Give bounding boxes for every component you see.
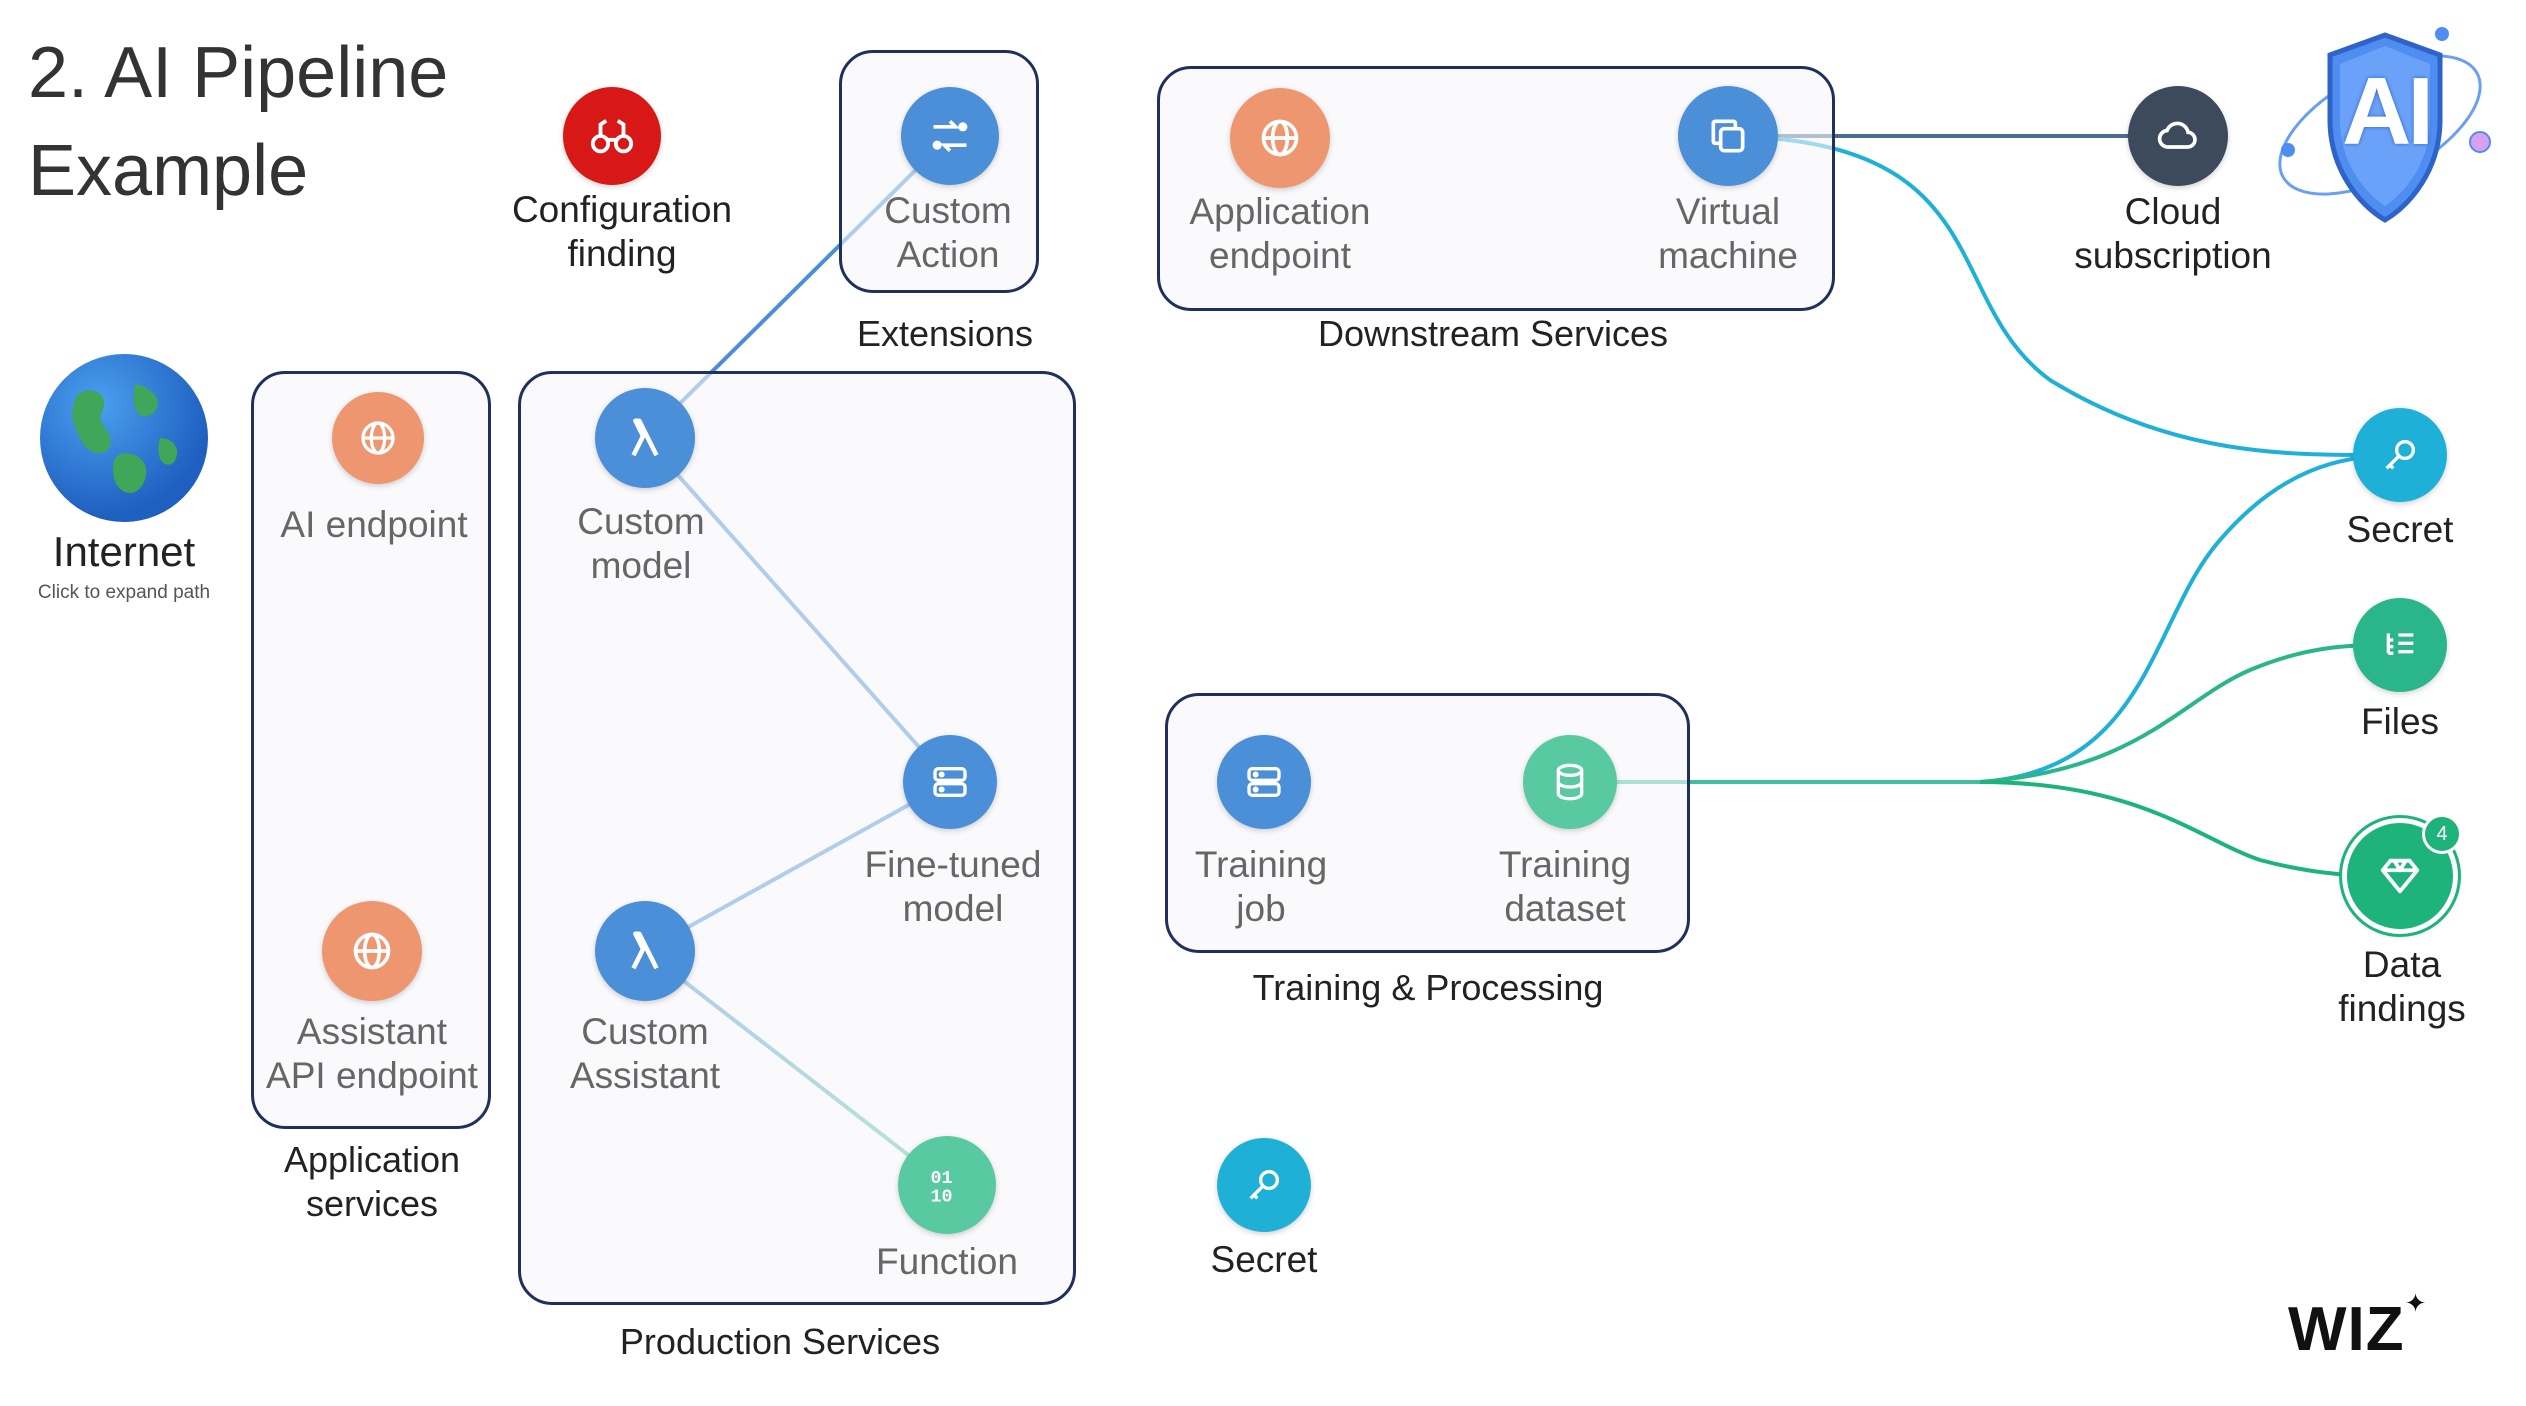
group-production-services xyxy=(518,371,1076,1305)
ai-badge-text: AI xyxy=(2342,58,2434,165)
lambda-icon xyxy=(631,418,659,457)
wire-split-to-findings xyxy=(1979,780,2399,878)
group-application-services xyxy=(251,371,491,1129)
cloud-subscription-label: Cloud subscription xyxy=(2074,191,2272,276)
secret-right-node[interactable] xyxy=(2353,408,2447,502)
ai-shield-icon: AI xyxy=(2260,20,2500,230)
group-label-production: Production Services xyxy=(619,1321,941,1362)
files-label: Files xyxy=(2360,701,2440,742)
svg-text:10: 10 xyxy=(931,1187,953,1208)
cloud-icon xyxy=(2157,121,2197,149)
training-job-node[interactable] xyxy=(1217,735,1311,829)
custom-assistant-label: Custom Assistant xyxy=(569,1011,721,1096)
configuration-finding-node[interactable] xyxy=(563,87,661,185)
wire-split-to-files xyxy=(1979,643,2399,784)
assistant-api-endpoint-label: Assistant API endpoint xyxy=(266,1011,478,1096)
custom-action-node[interactable] xyxy=(901,87,999,185)
training-dataset-node[interactable] xyxy=(1523,735,1617,829)
key-icon xyxy=(2385,440,2415,470)
group-label-extensions: Extensions xyxy=(856,313,1034,354)
internet-expand-hint[interactable]: Click to expand path xyxy=(37,582,211,603)
binoculars-icon xyxy=(590,119,634,154)
data-findings-label: Data findings xyxy=(2338,944,2466,1029)
virtual-machine-label: Virtual machine xyxy=(1658,191,1798,276)
wiz-logo: WIZ✦ xyxy=(2288,1288,2428,1364)
server-icon xyxy=(1247,767,1281,797)
globe-earth-icon xyxy=(72,384,178,494)
wire-vm-to-secret xyxy=(1727,134,2399,458)
custom-model-label: Custom model xyxy=(577,501,705,586)
configuration-finding-label: Configuration finding xyxy=(511,189,733,274)
internet-label: Internet xyxy=(52,528,196,575)
cloud-subscription-node[interactable] xyxy=(2128,86,2228,186)
custom-action-label: Custom Action xyxy=(884,190,1012,275)
wire-split-to-secret xyxy=(1979,453,2399,784)
lambda-icon xyxy=(631,931,659,970)
copy-icon xyxy=(1711,119,1745,153)
shuffle-icon xyxy=(932,120,968,152)
ai-endpoint-node[interactable] xyxy=(332,392,424,484)
globe-icon xyxy=(361,421,395,455)
data-findings-count-badge: 4 xyxy=(2422,814,2462,854)
page-title: 2. AI Pipeline Example xyxy=(28,33,449,211)
group-label-training: Training & Processing xyxy=(1252,967,1604,1008)
virtual-machine-node[interactable] xyxy=(1678,86,1778,186)
list-icon xyxy=(2386,633,2414,655)
files-node[interactable] xyxy=(2353,598,2447,692)
globe-icon xyxy=(1261,119,1299,157)
secret-bottom-node[interactable] xyxy=(1217,1138,1311,1232)
secret-right-label: Secret xyxy=(2346,509,2454,550)
secret-bottom-label: Secret xyxy=(1210,1239,1318,1280)
custom-model-node[interactable] xyxy=(595,388,695,488)
diamond-icon xyxy=(2380,858,2420,894)
application-endpoint-node[interactable] xyxy=(1230,88,1330,188)
assistant-api-endpoint-node[interactable] xyxy=(322,901,422,1001)
svg-text:01: 01 xyxy=(931,1168,953,1189)
group-label-downstream: Downstream Services xyxy=(1317,313,1669,354)
internet-node[interactable] xyxy=(40,354,208,522)
group-label-application: Application services xyxy=(283,1139,461,1224)
fine-tuned-model-label: Fine-tuned model xyxy=(864,844,1042,929)
training-dataset-label: Training dataset xyxy=(1498,844,1632,929)
key-icon xyxy=(1249,1170,1279,1200)
custom-assistant-node[interactable] xyxy=(595,901,695,1001)
fine-tuned-model-node[interactable] xyxy=(903,735,997,829)
ai-endpoint-label: AI endpoint xyxy=(280,504,468,545)
application-endpoint-label: Application endpoint xyxy=(1189,191,1371,276)
server-icon xyxy=(933,767,967,797)
globe-icon xyxy=(353,932,391,970)
training-job-label: Training job xyxy=(1194,844,1328,929)
database-icon xyxy=(1556,763,1584,801)
function-label: Function xyxy=(876,1241,1018,1282)
